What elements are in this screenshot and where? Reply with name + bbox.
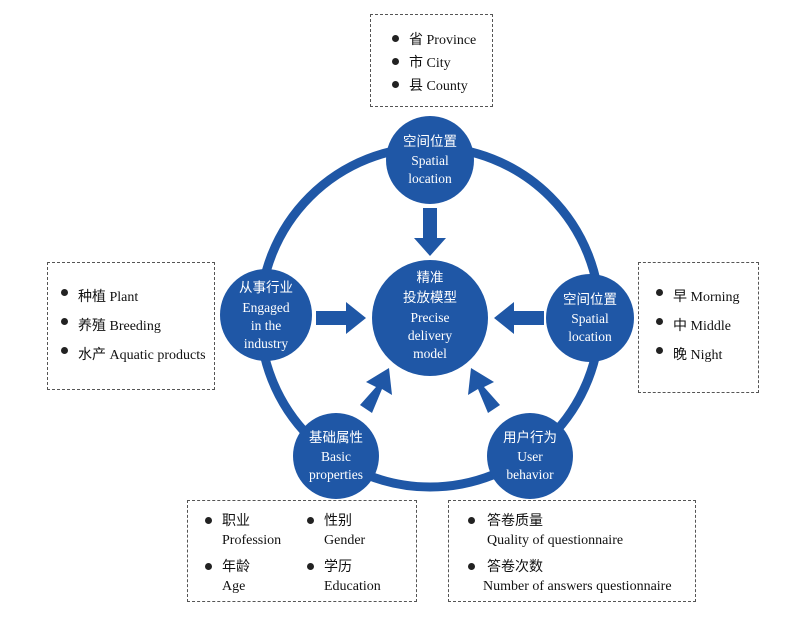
item-zh: 早	[673, 289, 687, 305]
node-center-line-5: model	[413, 346, 447, 361]
node-center-line-2: 投放模型	[403, 290, 457, 306]
bullet-icon	[468, 517, 475, 524]
item-en: Aquatic products	[109, 348, 206, 363]
arrow-left-to-center	[316, 302, 366, 334]
node-right: 空间位置 Spatial location	[546, 274, 634, 362]
bullet-icon	[205, 517, 212, 524]
item-en: City	[426, 56, 451, 71]
list-item: 答卷质量 Quality of questionnaire	[465, 511, 695, 551]
arrow-top-to-center	[414, 208, 446, 256]
item-zh: 年龄	[222, 559, 250, 575]
item-zh: 市	[409, 55, 423, 71]
item-en: Plant	[109, 290, 139, 305]
item-en: County	[426, 79, 468, 94]
node-left-line-1: 从事行业	[239, 280, 293, 296]
box-spatial-levels: 省 Province 市 City 县 County	[370, 14, 493, 107]
list-item: 性别 Gender	[304, 511, 414, 551]
item-zh: 省	[409, 32, 423, 48]
node-left-line-2: Engaged	[242, 300, 289, 315]
box-time-of-day: 早 Morning 中 Middle 晚 Night	[638, 262, 759, 393]
box-user-behavior: 答卷质量 Quality of questionnaire 答卷次数 Numbe…	[448, 500, 696, 602]
item-zh: 种植	[78, 289, 106, 305]
item-en: Age	[222, 579, 246, 594]
item-zh: 水产	[78, 347, 106, 363]
node-top: 空间位置 Spatial location	[386, 116, 474, 204]
box-basic-properties: 职业 Profession 性别 Gender 年龄 Age 学历 Educat…	[187, 500, 417, 602]
item-en: Education	[324, 579, 381, 594]
item-en: Quality of questionnaire	[487, 533, 624, 548]
node-top-line-3: location	[408, 171, 452, 186]
item-en: Profession	[222, 533, 282, 548]
node-bottom-right-line-2: User	[517, 449, 543, 464]
box-industry: 种植 Plant 养殖 Breeding 水产 Aquatic products	[47, 262, 215, 390]
node-left-line-4: industry	[244, 336, 289, 351]
node-center-line-1: 精准	[417, 270, 444, 286]
list-item: 县 County	[389, 75, 492, 98]
bullet-icon	[205, 563, 212, 570]
item-en: Morning	[690, 290, 740, 305]
list-item: 职业 Profession	[202, 511, 304, 551]
list-item: 养殖 Breeding	[58, 312, 214, 341]
item-en: Number of answers questionnaire	[483, 579, 672, 594]
list-item: 种植 Plant	[58, 283, 214, 312]
list-item: 省 Province	[389, 29, 492, 52]
node-center: 精准 投放模型 Precise delivery model	[372, 260, 488, 376]
item-en: Middle	[690, 319, 731, 334]
item-zh: 学历	[324, 559, 352, 575]
arrow-bottom-right-to-center	[468, 368, 500, 413]
list-item: 早 Morning	[653, 283, 758, 312]
node-bottom-left-line-3: properties	[309, 467, 363, 482]
item-zh: 职业	[222, 513, 250, 529]
node-right-line-2: Spatial	[571, 311, 609, 326]
node-right-line-3: location	[568, 329, 612, 344]
list-item: 晚 Night	[653, 341, 758, 370]
node-top-line-2: Spatial	[411, 153, 449, 168]
list-item: 学历 Education	[304, 557, 414, 597]
item-en: Breeding	[109, 319, 161, 334]
item-zh: 中	[673, 318, 687, 334]
node-center-line-3: Precise	[411, 310, 450, 325]
node-bottom-left: 基础属性 Basic properties	[293, 413, 379, 499]
item-en: Gender	[324, 533, 366, 548]
node-bottom-left-line-1: 基础属性	[309, 429, 363, 446]
node-bottom-left-line-2: Basic	[321, 449, 351, 464]
list-item: 年龄 Age	[202, 557, 304, 597]
node-bottom-right-line-3: behavior	[506, 467, 554, 482]
bullet-icon	[307, 563, 314, 570]
node-top-line-1: 空间位置	[403, 134, 457, 150]
list-item: 中 Middle	[653, 312, 758, 341]
node-bottom-right-line-1: 用户行为	[503, 429, 557, 446]
item-zh: 答卷次数	[487, 559, 543, 575]
bullet-icon	[468, 563, 475, 570]
item-zh: 养殖	[78, 318, 106, 334]
item-zh: 县	[409, 78, 423, 94]
node-right-line-1: 空间位置	[563, 292, 617, 308]
item-en: Province	[426, 33, 477, 48]
node-center-line-4: delivery	[408, 328, 452, 343]
node-left-line-3: in the	[251, 318, 281, 333]
list-item: 水产 Aquatic products	[58, 341, 214, 370]
arrow-right-to-center	[494, 302, 544, 334]
list-item: 市 City	[389, 52, 492, 75]
list-item: 答卷次数 Number of answers questionnaire	[465, 557, 695, 597]
item-zh: 晚	[673, 347, 687, 363]
item-zh: 答卷质量	[487, 513, 543, 529]
node-left: 从事行业 Engaged in the industry	[220, 269, 312, 361]
bullet-icon	[307, 517, 314, 524]
item-zh: 性别	[324, 513, 352, 529]
item-en: Night	[690, 348, 723, 363]
arrow-bottom-left-to-center	[360, 368, 392, 413]
node-bottom-right: 用户行为 User behavior	[487, 413, 573, 499]
